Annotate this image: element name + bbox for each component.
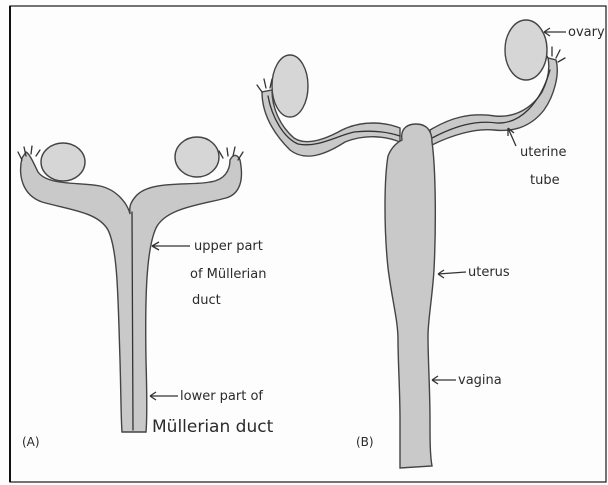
- lower-part-arrow: [150, 392, 178, 400]
- upper-part-label-2: of Müllerian: [190, 267, 267, 282]
- uterus-vagina-body: [385, 124, 435, 468]
- lower-part-label-2: Müllerian duct: [152, 417, 274, 437]
- right-ovary-b: [505, 20, 547, 80]
- ovary-label: ovary: [568, 25, 605, 40]
- right-ovary-a: [175, 137, 219, 177]
- uterine-tube-label-1: uterine: [520, 145, 567, 160]
- panel-a-tag: (A): [22, 435, 40, 449]
- lower-part-label-1: lower part of: [180, 389, 263, 404]
- uterine-tube-label-2: tube: [530, 173, 560, 188]
- panel-a: upper part of Müllerian duct lower part …: [18, 137, 274, 449]
- left-ovary-a: [41, 143, 85, 181]
- uterus-label: uterus: [468, 265, 510, 280]
- upper-part-arrow: [152, 242, 190, 250]
- vagina-label: vagina: [458, 373, 502, 388]
- uterine-tube-arrow: [508, 128, 516, 146]
- vagina-arrow: [432, 376, 456, 384]
- upper-part-label-3: duct: [192, 293, 221, 308]
- left-ovary-b: [272, 55, 308, 117]
- panel-b-tag: (B): [356, 435, 374, 449]
- panel-b: ovary uterine tube uterus vagina (B): [257, 20, 605, 468]
- upper-part-label-1: upper part: [194, 239, 263, 254]
- ovary-arrow: [544, 28, 566, 36]
- uterus-arrow: [438, 270, 466, 278]
